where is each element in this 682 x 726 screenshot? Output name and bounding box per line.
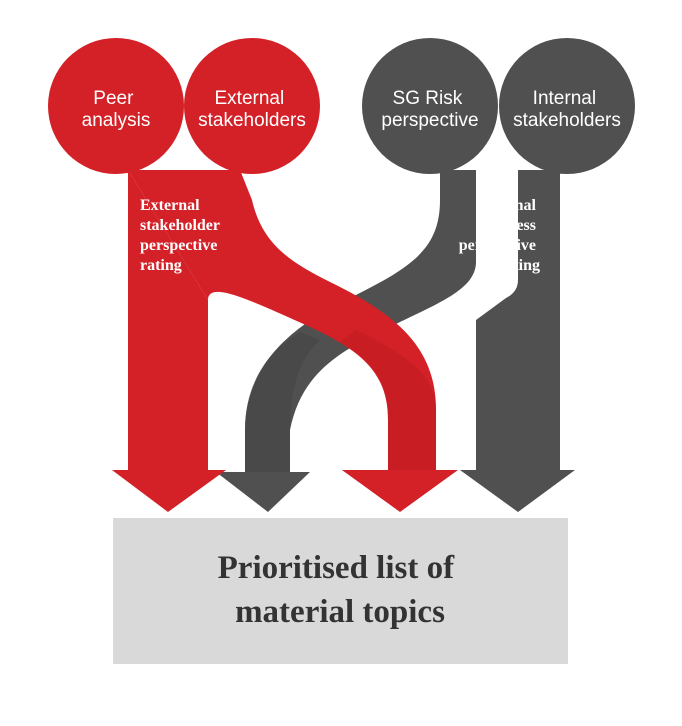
external-stakeholders-node: External stakeholders [184, 38, 320, 174]
external-stakeholders-line2: stakeholders [198, 110, 306, 131]
internal-rating-line: Internal [480, 197, 537, 214]
external-flow [112, 170, 458, 512]
external-stakeholders-label: External stakeholders [198, 88, 306, 131]
external-stakeholders-line1: External [215, 88, 285, 109]
peer-analysis-line2: analysis [82, 110, 151, 131]
peer-analysis-circle [48, 38, 184, 174]
sg-risk-perspective-label: SG Risk perspective [381, 88, 478, 131]
external-rating-line: External [140, 197, 200, 214]
result-line2: material topics [235, 594, 445, 630]
sg-risk-perspective-line2: perspective [381, 110, 478, 131]
result-label: Prioritised list of material topics [218, 550, 463, 630]
result-line1: Prioritised list of [218, 550, 455, 586]
external-curved-shade [340, 330, 436, 470]
external-rating-line: stakeholder [140, 217, 220, 234]
sg-risk-perspective-node: SG Risk perspective [362, 38, 498, 174]
external-curved-arrow [128, 170, 458, 512]
internal-stakeholders-line1: Internal [533, 88, 596, 109]
result-box [113, 518, 568, 664]
internal-straight-arrow [460, 170, 575, 512]
external-rating-line: rating [140, 257, 182, 274]
internal-stakeholders-circle [499, 38, 635, 174]
internal-curved-shade [245, 332, 320, 472]
sg-risk-perspective-circle [362, 38, 498, 174]
internal-stakeholders-node: Internal stakeholders [499, 38, 635, 174]
peer-analysis-node: Peer analysis [48, 38, 184, 174]
internal-stakeholders-label: Internal stakeholders [513, 88, 621, 131]
internal-stakeholders-line2: stakeholders [513, 110, 621, 131]
internal-rating-line: business [479, 217, 536, 234]
external-rating-line: perspective [140, 237, 217, 254]
internal-rating-line: rating [498, 257, 540, 274]
external-rating-label: External stakeholder perspective rating [140, 197, 224, 274]
internal-rating-label: Internal business perspective rating [459, 197, 540, 274]
external-stakeholders-circle [184, 38, 320, 174]
result-box-group: Prioritised list of material topics [113, 518, 568, 664]
internal-rating-line: perspective [459, 237, 536, 254]
peer-analysis-label: Peer analysis [82, 88, 151, 131]
sg-risk-perspective-line1: SG Risk [393, 88, 463, 109]
external-straight-arrow [112, 170, 226, 512]
peer-analysis-line1: Peer [93, 88, 134, 109]
